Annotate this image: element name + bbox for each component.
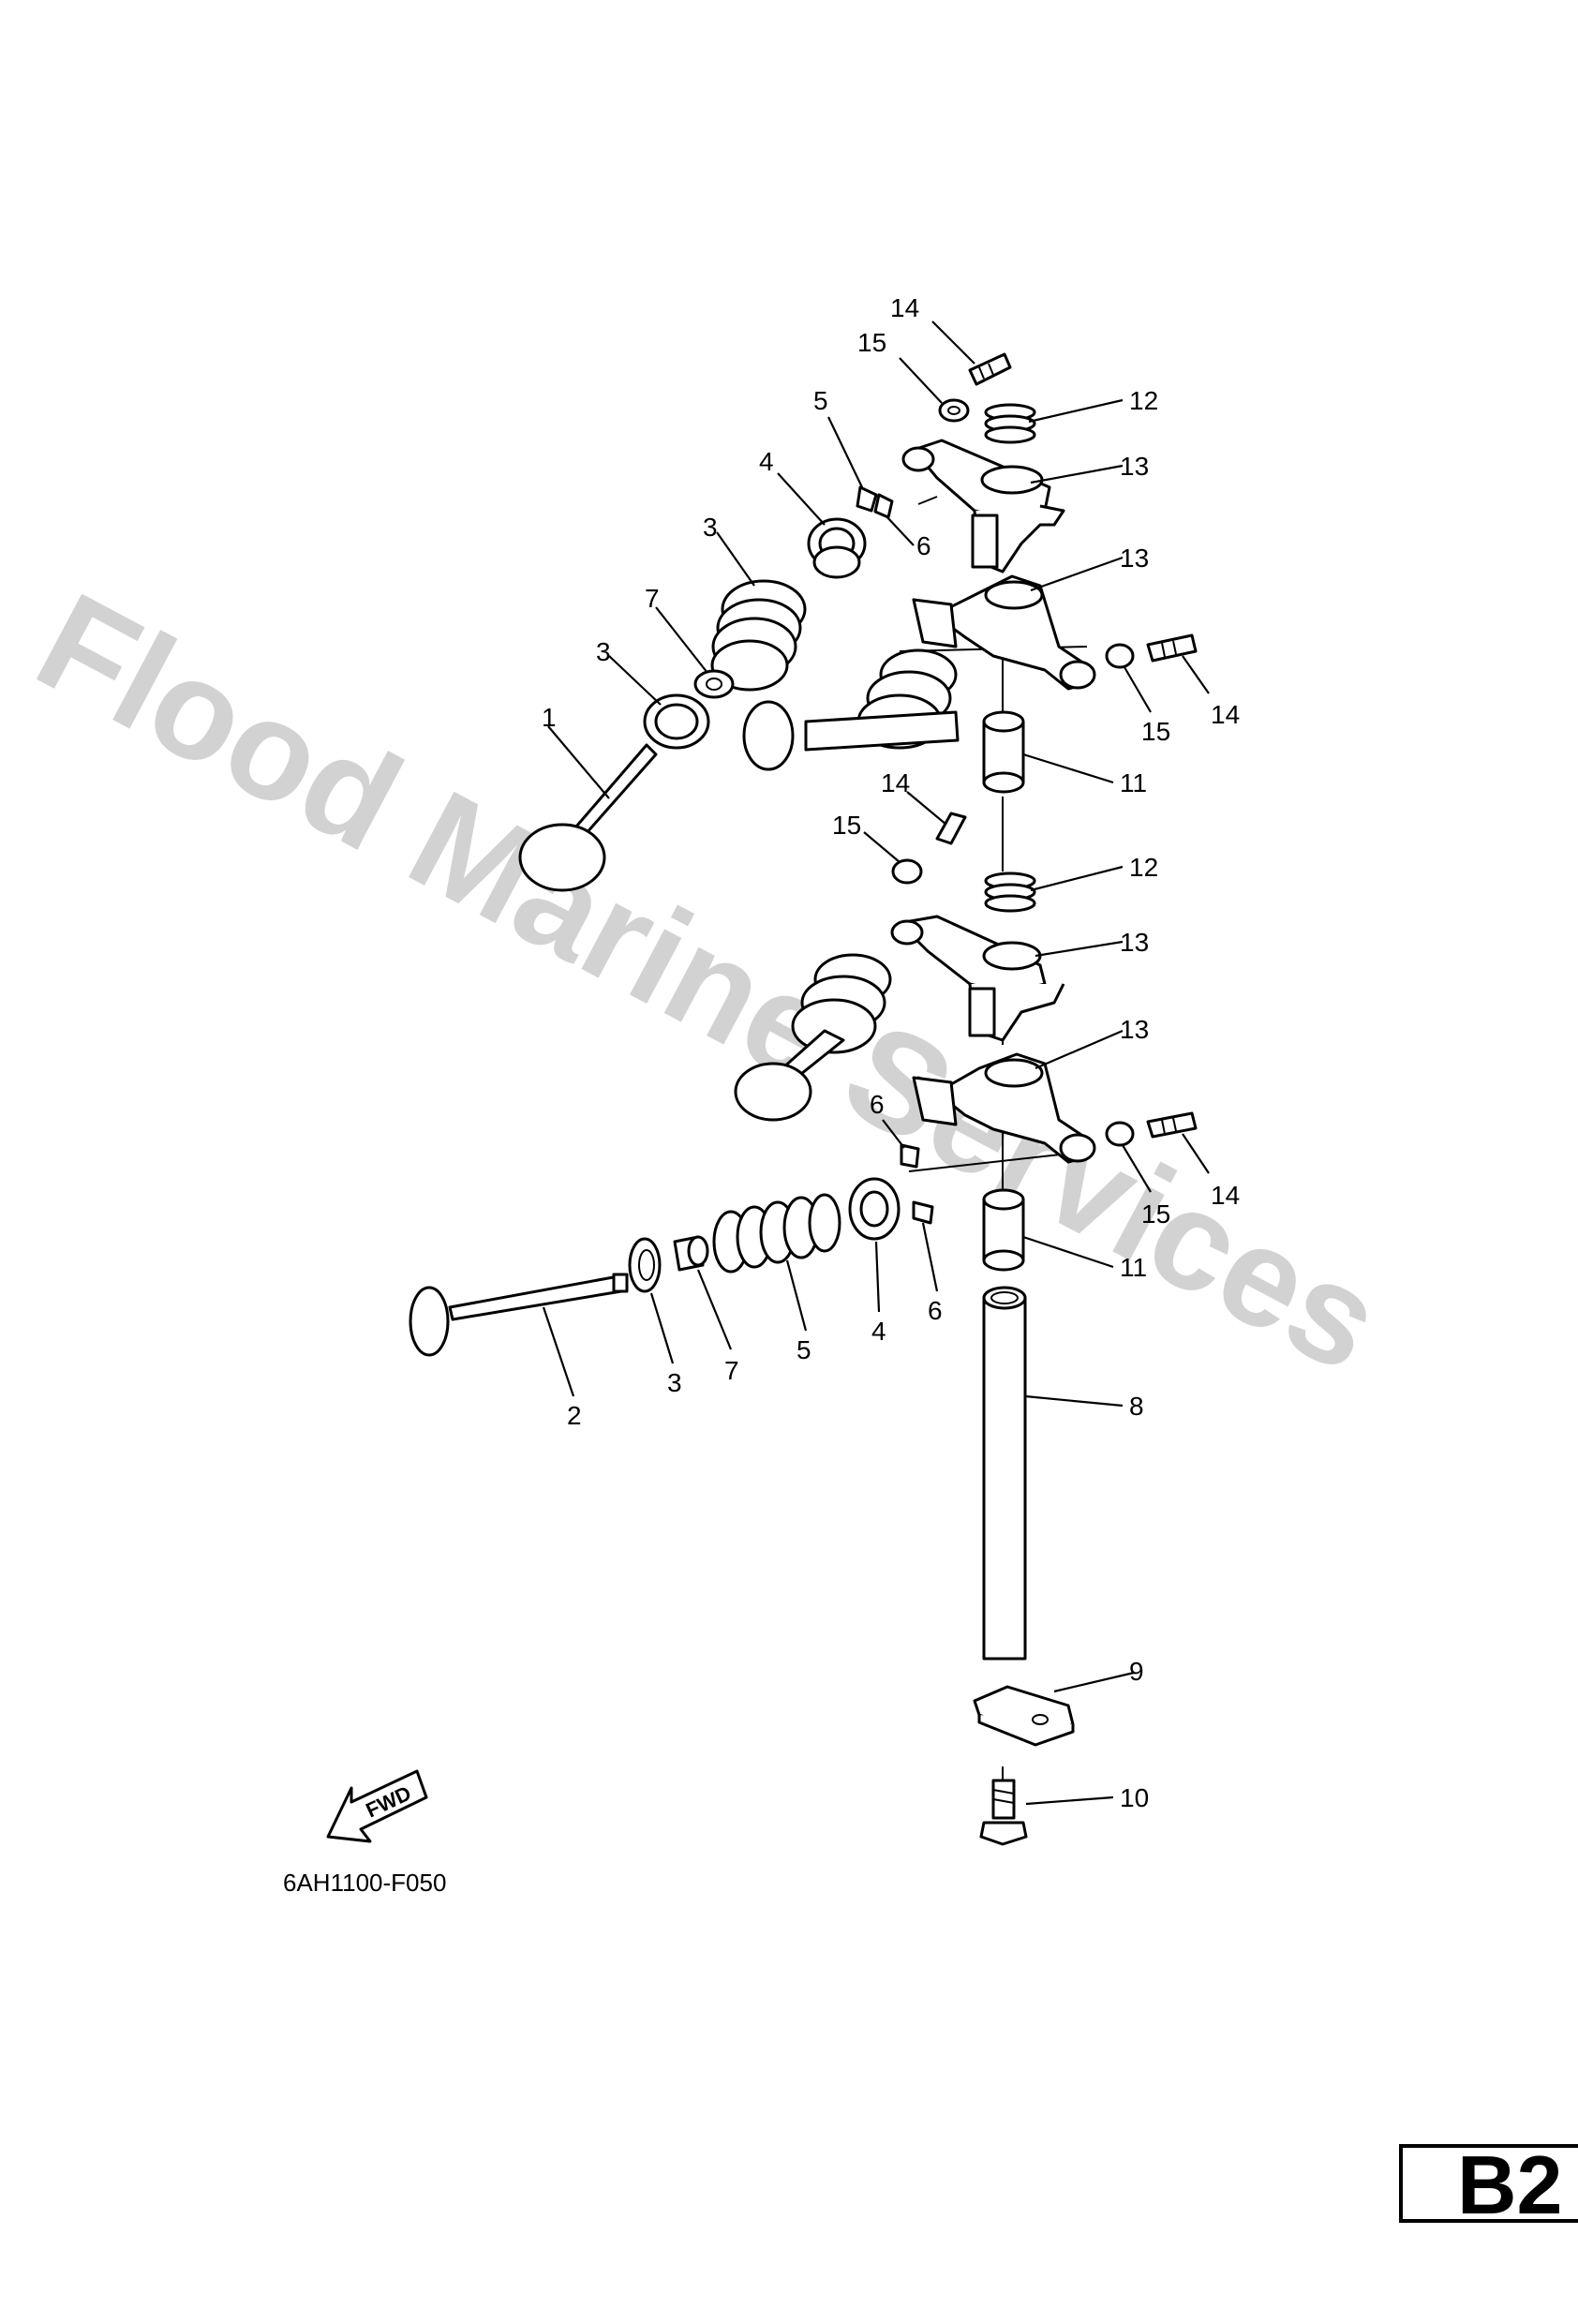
adjust-screw-lower-b xyxy=(1146,1111,1198,1139)
leader-lines xyxy=(542,320,1210,1806)
adjust-screw-upper-b xyxy=(1146,633,1198,663)
callout-15: 15 xyxy=(832,811,861,840)
tappet-lower xyxy=(982,1188,1025,1272)
callout-15: 15 xyxy=(857,328,886,357)
callout-6: 5 xyxy=(813,386,828,415)
locknut-lower-a xyxy=(891,858,923,885)
installed-valve-lower xyxy=(734,953,892,1122)
rocker-arm-lower-a xyxy=(890,915,1065,1042)
callout-6: 6 xyxy=(928,1296,943,1325)
callout-14: 14 xyxy=(881,768,910,797)
callout-15: 15 xyxy=(1141,717,1170,746)
callout-6: 6 xyxy=(870,1090,885,1119)
callout-4: 3 xyxy=(703,513,718,542)
valve-spring-retainer-lower xyxy=(848,1177,901,1241)
callout-14: 14 xyxy=(1211,1181,1240,1210)
callout-11: 11 xyxy=(1120,768,1147,797)
rocker-spring-lower xyxy=(984,872,1036,913)
callout-13: 13 xyxy=(1120,1015,1149,1044)
page-label: B2 xyxy=(1457,2138,1563,2231)
callout-7: 7 xyxy=(724,1356,739,1385)
callout-11: 11 xyxy=(1120,1253,1147,1282)
adjust-screw-upper-a xyxy=(968,352,1012,386)
page-label-box: B2 xyxy=(1399,2138,1578,2231)
callout-13: 13 xyxy=(1120,544,1149,573)
callout-5: 4 xyxy=(759,447,774,476)
forward-direction-arrow: FWD xyxy=(326,1769,428,1843)
callout-4: 5 xyxy=(796,1335,811,1364)
callout-14: 14 xyxy=(1211,700,1240,729)
valve-spring-retainer-upper xyxy=(807,517,867,579)
drawing-code: 6AH1100-F050 xyxy=(283,1869,446,1897)
callout-5: 4 xyxy=(871,1317,886,1346)
intake-valve xyxy=(518,743,658,892)
callout-12: 12 xyxy=(1129,853,1158,882)
callout-6: 6 xyxy=(916,531,931,560)
retaining-plate xyxy=(973,1685,1075,1747)
valve-cotter-lower xyxy=(900,1143,934,1225)
callout-14: 14 xyxy=(890,293,919,322)
locknut-upper-a xyxy=(938,398,970,423)
valve-spring-lower xyxy=(712,1193,841,1274)
callout-13: 13 xyxy=(1120,928,1149,957)
callout-3: 3 xyxy=(667,1368,682,1397)
bolt xyxy=(979,1779,1028,1846)
callout-2: 2 xyxy=(567,1401,582,1430)
callout-15: 15 xyxy=(1141,1199,1170,1229)
callout-9: 9 xyxy=(1129,1657,1144,1686)
callout-3: 3 xyxy=(596,637,611,666)
callout-10: 10 xyxy=(1120,1783,1149,1812)
callout-13: 13 xyxy=(1120,452,1149,481)
valve-cotter-upper xyxy=(856,485,894,519)
tappet-upper xyxy=(982,710,1025,794)
rocker-arm-upper-a xyxy=(901,439,1065,574)
spring-seat-washer-upper xyxy=(643,693,710,750)
callout-1: 1 xyxy=(542,703,557,732)
rocker-arm-lower-b xyxy=(912,1052,1096,1164)
exhaust-valve xyxy=(409,1273,629,1357)
installed-valve-upper xyxy=(742,648,960,771)
callout-12: 12 xyxy=(1129,386,1158,415)
locknut-lower-b xyxy=(1105,1121,1135,1147)
valve-stem-seal-upper xyxy=(693,669,735,699)
valve-stem-seal-lower xyxy=(673,1235,709,1272)
locknut-upper-b xyxy=(1105,643,1135,669)
callout-8: 8 xyxy=(1129,1392,1144,1421)
rocker-arm-upper-b xyxy=(912,574,1096,691)
push-rod xyxy=(982,1286,1027,1661)
adjust-screw-lower-a xyxy=(935,812,967,845)
callout-7: 7 xyxy=(645,584,660,613)
callout-labels: 14 15 12 5 13 4 6 3 13 7 3 14 15 1 11 14… xyxy=(542,293,1240,1812)
rocker-spring-upper xyxy=(984,403,1036,444)
spring-seat-washer-lower xyxy=(628,1237,662,1293)
valve-spring-upper xyxy=(710,579,807,692)
